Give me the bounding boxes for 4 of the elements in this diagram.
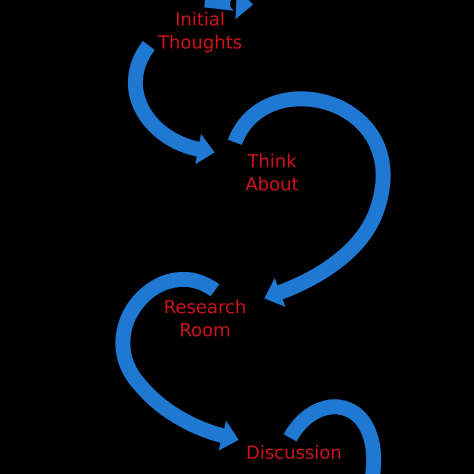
stage-label: Research Room	[166, 300, 245, 336]
stage-label: Think About	[246, 154, 298, 190]
stage-label: Initial Thoughts	[158, 12, 242, 52]
stage-label: Discussion	[248, 445, 340, 459]
